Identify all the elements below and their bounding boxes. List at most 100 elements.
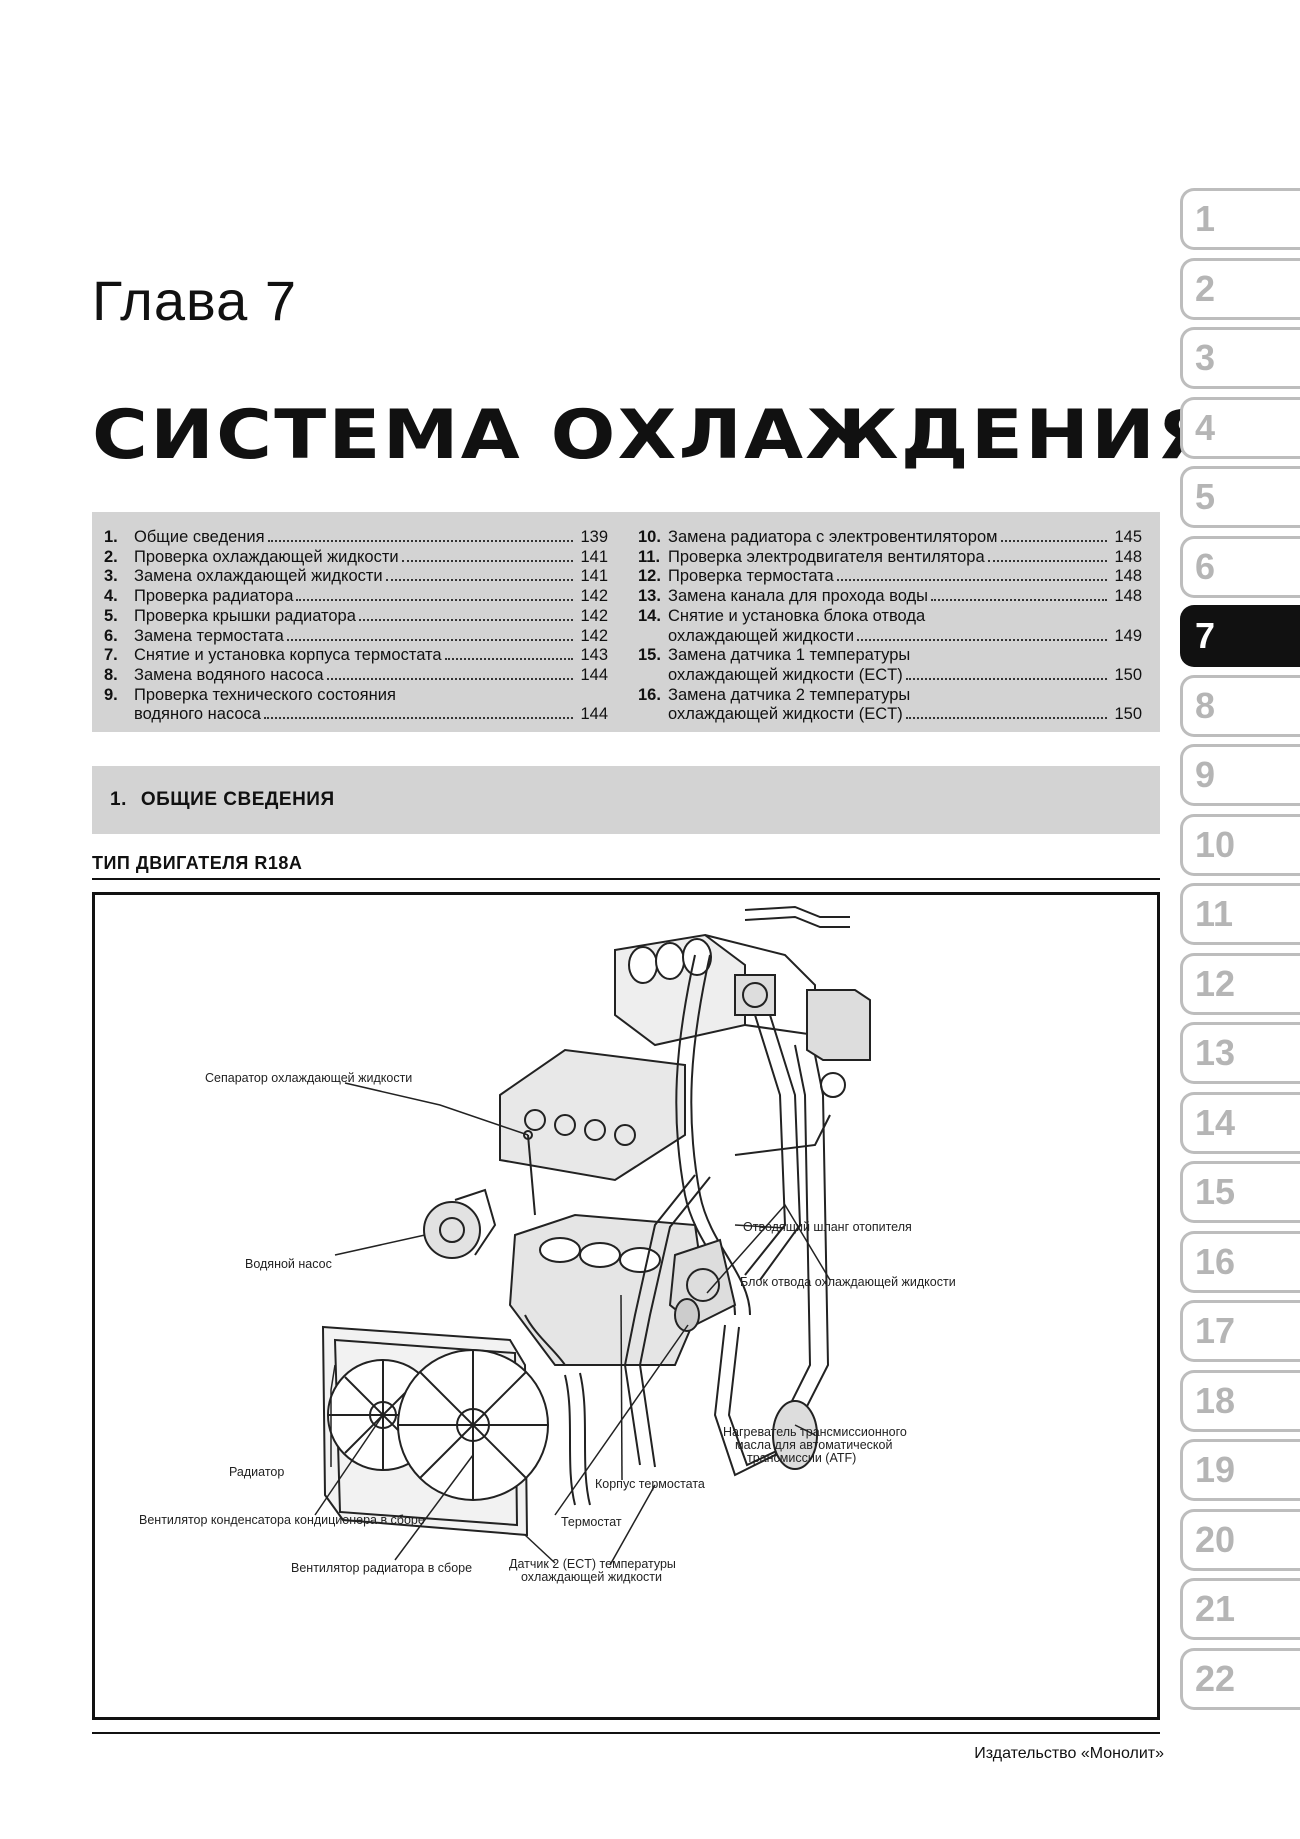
heading-rule: [92, 878, 1160, 880]
toc-leader-dots: [264, 717, 573, 720]
toc-entry: 2. Проверка охлаждающей жидкости 141: [104, 548, 608, 568]
toc-entry-number: 15.: [638, 646, 661, 665]
toc-entry-number: 4.: [104, 587, 118, 606]
toc-entry-page: 150: [1114, 665, 1142, 684]
footer-rule: [92, 1732, 1160, 1734]
chapter-tab-4[interactable]: 4: [1180, 396, 1300, 459]
toc-leader-dots: [905, 677, 1107, 680]
callout-heater-hose: Отводящий шланг отопителя: [743, 1220, 912, 1234]
chapter-tab-9[interactable]: 9: [1180, 744, 1300, 806]
toc-entry-title: водяного насоса: [134, 705, 261, 724]
chapter-label: Глава 7: [92, 269, 297, 332]
chapter-tab-3[interactable]: 3: [1180, 327, 1300, 389]
toc-entry-number: 7.: [104, 646, 118, 665]
toc-entry-title: Проверка радиатора: [134, 587, 294, 606]
toc-leader-dots: [267, 540, 573, 542]
toc-entry-title: Замена датчика 2 температуры: [668, 685, 911, 704]
callout-ect2-line-2: охлаждающей жидкости: [521, 1570, 662, 1584]
callout-outlet-block: Блок отвода охлаждающей жидкости: [740, 1275, 956, 1289]
callout-atf-heater-line-1: Нагреватель трансмиссионного: [723, 1425, 907, 1439]
toc-leader-dots: [444, 658, 573, 661]
chapter-tab-18[interactable]: 18: [1180, 1369, 1300, 1432]
toc-leader-dots: [385, 579, 573, 582]
callout-separator: Сепаратор охлаждающей жидкости: [205, 1071, 413, 1085]
toc-entry-title: Замена водяного насоса: [134, 665, 324, 684]
chapter-tab-17[interactable]: 17: [1180, 1300, 1300, 1362]
toc-entry-title: Замена канала для прохода воды: [668, 587, 928, 606]
chapter-tab-15[interactable]: 15: [1180, 1161, 1300, 1223]
chapter-tab-5[interactable]: 5: [1180, 466, 1300, 528]
chapter-tab-1[interactable]: 1: [1180, 188, 1300, 250]
chapter-tab-2[interactable]: 2: [1180, 257, 1300, 320]
toc-entry-title: Снятие и установка блока отвода: [668, 606, 926, 625]
chapter-tab-14[interactable]: 14: [1180, 1091, 1300, 1154]
toc-entry: 11. Проверка электродвигателя вентилятора…: [638, 548, 1142, 568]
chapter-tab-8[interactable]: 8: [1180, 674, 1300, 737]
callout-atf-heater-line-2: масла для автоматической: [735, 1438, 893, 1452]
chapter-tab-22[interactable]: 22: [1180, 1647, 1300, 1710]
toc-leader-dots: [286, 638, 573, 641]
chapter-tab-19[interactable]: 19: [1180, 1439, 1300, 1501]
toc-entry-title: охлаждающей жидкости (ECT): [668, 665, 903, 684]
publisher-name: Издательство «Монолит»: [974, 1745, 1164, 1762]
toc-leader-dots: [358, 618, 573, 621]
toc-leader-dots: [987, 559, 1107, 562]
toc-leader-dots: [1000, 540, 1107, 542]
toc-entry-number: 2.: [104, 547, 118, 566]
chapter-tab-21[interactable]: 21: [1180, 1578, 1300, 1640]
toc-entry-page: 141: [580, 567, 608, 586]
toc-entry-title: Замена радиатора с электровентилятором: [668, 528, 998, 546]
toc-entry-page: 144: [580, 665, 608, 684]
callout-ac-fan: Вентилятор конденсатора кондиционера в с…: [139, 1513, 425, 1527]
callout-radiator: Радиатор: [229, 1465, 285, 1479]
toc-leader-dots: [326, 677, 573, 680]
chapter-tab-7[interactable]: 7: [1180, 605, 1300, 667]
chapter-tab-20[interactable]: 20: [1180, 1508, 1300, 1571]
chapter-tab-11[interactable]: 11: [1180, 883, 1300, 945]
toc-entry-title: Проверка охлаждающей жидкости: [134, 547, 399, 566]
toc-entry-number: 11.: [638, 547, 661, 566]
toc-entry-title: Общие сведения: [134, 528, 265, 546]
toc-entry-title: Снятие и установка корпуса термостата: [134, 646, 442, 665]
callout-radiator-fan: Вентилятор радиатора в сборе: [291, 1561, 473, 1575]
callout-water-pump: Водяной насос: [245, 1257, 332, 1271]
chapter-tab-12[interactable]: 12: [1180, 952, 1300, 1015]
toc-entry-number: 14.: [638, 606, 661, 625]
toc-entry-title: охлаждающей жидкости (ECT): [668, 705, 903, 724]
toc-leader-dots: [836, 579, 1107, 582]
toc-entry-page: 142: [580, 626, 608, 645]
toc-entry-number: 6.: [104, 626, 118, 645]
callout-ect2-line-1: Датчик 2 (ECT) температуры: [509, 1557, 676, 1571]
chapter-tab-16[interactable]: 16: [1180, 1230, 1300, 1293]
toc-entry-number: 9.: [104, 685, 118, 704]
chapter-tab-10[interactable]: 10: [1180, 813, 1300, 876]
toc-entry-title: Проверка электродвигателя вентилятора: [668, 547, 985, 566]
toc-entry-title: Проверка технического состояния: [134, 685, 396, 704]
toc-entry-page: 150: [1114, 705, 1142, 724]
toc-entry-page: 142: [580, 606, 608, 625]
toc-entry: 10.Замена радиатора с электровентиляторо…: [638, 528, 1142, 548]
toc-entry-page: 141: [580, 547, 608, 566]
toc-leader-dots: [296, 599, 573, 602]
chapter-tab-6[interactable]: 6: [1180, 535, 1300, 598]
callout-thermostat: Термостат: [561, 1515, 622, 1529]
toc-column-right: 10.Замена радиатора с электровентиляторо…: [638, 528, 1142, 732]
toc-entry-page: 144: [580, 705, 608, 724]
chapter-tab-13[interactable]: 13: [1180, 1022, 1300, 1084]
engine-type-heading: ТИП ДВИГАТЕЛЯ R18A: [92, 853, 303, 873]
toc-leader-dots: [905, 717, 1107, 720]
toc-entry-title: Замена датчика 1 температуры: [668, 646, 911, 665]
section-title: ОБЩИЕ СВЕДЕНИЯ: [140, 789, 335, 810]
toc-entry-number: 1.: [104, 528, 118, 546]
